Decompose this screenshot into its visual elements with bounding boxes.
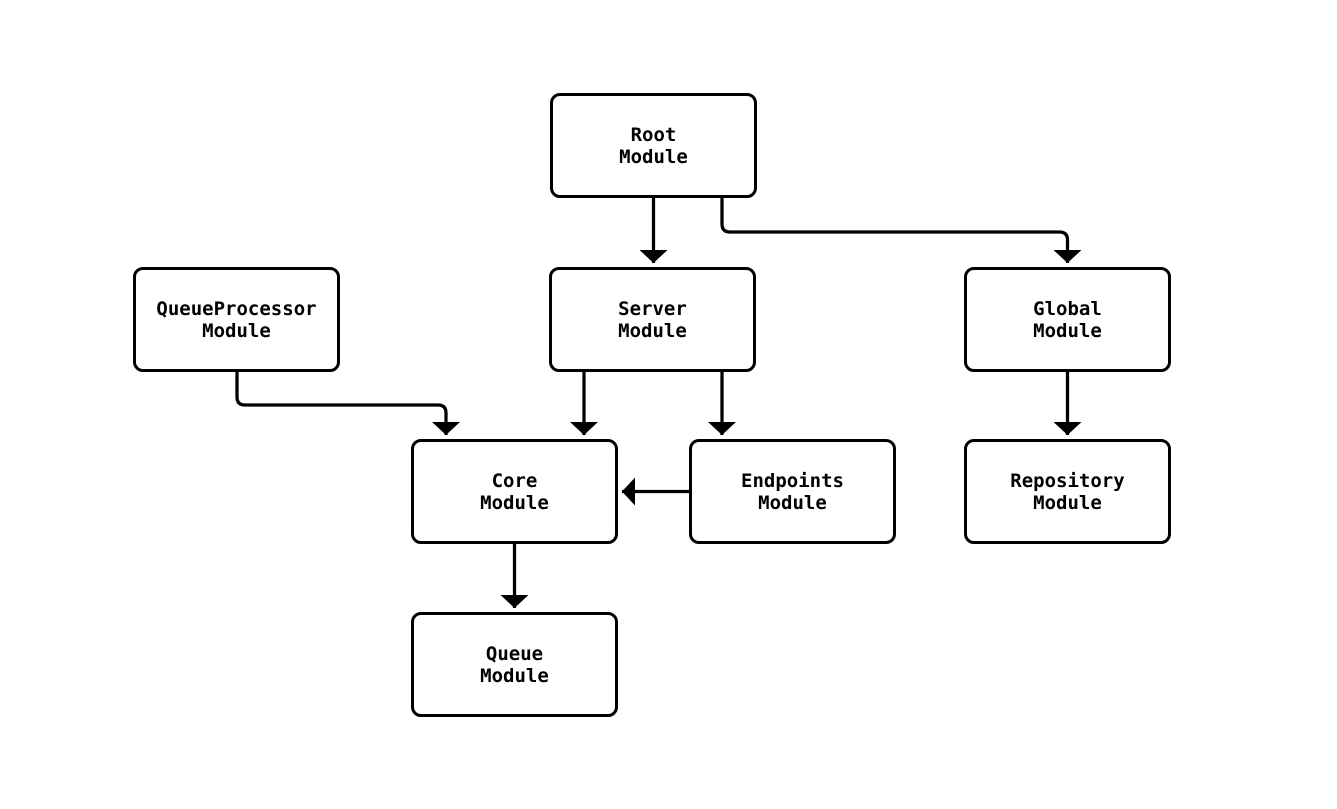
node-label-line: Module [758,491,827,514]
node-label-line: Core [491,469,538,492]
node-label-line: Endpoints [741,469,844,492]
node-root-module: Root Module [550,93,757,198]
node-global-module: Global Module [964,267,1171,372]
node-endpoints-module: Endpoints Module [689,439,896,544]
node-label-line: Module [202,319,271,342]
node-label-line: Module [1033,491,1102,514]
node-label-line: Module [480,664,549,687]
node-label-line: Queue [485,642,544,665]
node-label-line: Module [619,145,688,168]
node-label-line: Module [618,319,687,342]
edge-queueprocessor-core [235,372,460,435]
edge-root-global [720,198,1082,263]
node-label-line: Module [1033,319,1102,342]
node-label-line: Root [630,123,677,146]
node-label-line: Global [1033,297,1102,320]
node-server-module: Server Module [549,267,756,372]
node-label-line: Server [618,297,687,320]
node-repository-module: Repository Module [964,439,1171,544]
node-label-line: QueueProcessor [156,297,317,320]
node-label-line: Module [480,491,549,514]
node-core-module: Core Module [411,439,618,544]
node-label-line: Repository [1010,469,1125,492]
node-queue-module: Queue Module [411,612,618,717]
node-queueprocessor-module: QueueProcessor Module [133,267,340,372]
